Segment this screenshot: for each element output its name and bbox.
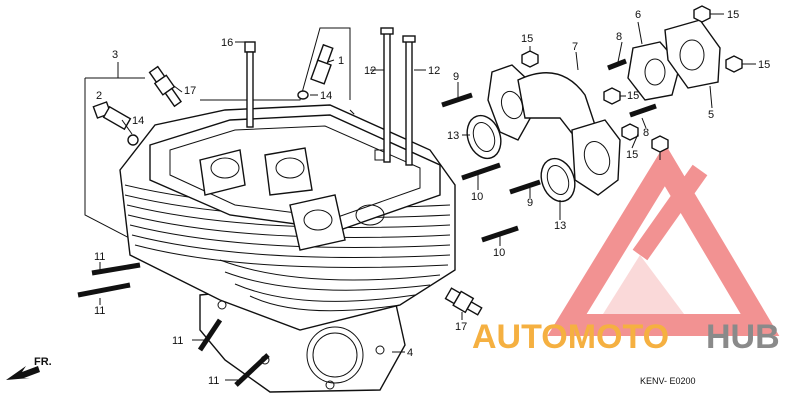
callout-4: 4 — [407, 347, 413, 359]
gasket-hole-icon — [375, 345, 385, 355]
cylinder-head — [119, 104, 456, 393]
callout-14-a: 14 — [320, 90, 332, 102]
gasket-hole-icon — [325, 380, 335, 390]
fitting-1 — [310, 43, 334, 85]
callout-17-bottom: 17 — [455, 321, 467, 333]
callout-1: 1 — [338, 55, 344, 67]
callout-11-c: 11 — [172, 335, 183, 347]
stud-bolts-12 — [380, 27, 416, 166]
spark-plug-bottom — [444, 287, 483, 316]
callout-7: 7 — [572, 41, 578, 53]
callout-9-bottom: 9 — [527, 197, 533, 209]
callout-9-top: 9 — [453, 71, 459, 83]
diagram-code: KENV- E0200 — [640, 376, 696, 386]
cam-boss — [264, 147, 313, 196]
bearing-icon — [275, 157, 305, 179]
callout-6: 6 — [635, 9, 641, 21]
watermark-brand-hub: HUB — [706, 318, 780, 356]
callout-labels: 1 2 3 4 5 6 7 8 8 9 9 10 10 11 11 11 11 … — [94, 9, 770, 387]
bolt-shank-icon — [246, 51, 254, 128]
callout-15-c: 15 — [626, 149, 638, 161]
callout-11-a: 11 — [94, 251, 105, 263]
valve-chamber — [169, 125, 421, 219]
nut-icon — [521, 50, 539, 68]
cam-boss — [199, 149, 246, 196]
cam-boss — [289, 194, 346, 251]
outline-top — [200, 27, 351, 101]
callout-15-b: 15 — [627, 90, 639, 102]
callout-13-b: 13 — [554, 220, 566, 232]
long-stud-icon — [383, 31, 391, 163]
gasket-bore-icon — [312, 332, 358, 378]
bolt-head-icon — [244, 41, 256, 53]
gasket-13 — [466, 114, 576, 203]
stud-head-icon — [380, 27, 394, 35]
callout-3: 3 — [112, 49, 118, 61]
nut-icon — [693, 5, 711, 23]
bearing-icon — [355, 204, 385, 226]
nut-icon — [621, 123, 639, 141]
callout-11-d: 11 — [208, 375, 219, 387]
callout-12-b: 12 — [428, 65, 440, 77]
callout-16: 16 — [221, 37, 233, 49]
callout-13-a: 13 — [447, 130, 459, 142]
callout-15-a: 15 — [521, 33, 533, 45]
callout-14-b: 14 — [132, 115, 144, 127]
gasket-bore-ring-icon — [306, 326, 364, 384]
manifold-studs — [441, 58, 657, 243]
callout-17-top: 17 — [184, 85, 196, 97]
manifold-flange-right — [571, 119, 621, 196]
callout-5: 5 — [708, 109, 714, 121]
studs-11 — [77, 262, 270, 387]
watermark-brand-auto: AUTOMOTO — [472, 318, 669, 356]
callout-8-bottom: 8 — [643, 127, 649, 139]
callout-15-e: 15 — [758, 59, 770, 71]
front-direction-arrow: FR. — [6, 356, 52, 380]
watermark-brand: AUTOMOTO HUB — [472, 318, 780, 356]
o-ring-icon — [297, 90, 309, 100]
nut-icon — [651, 135, 669, 153]
nut-icon — [725, 55, 743, 73]
callout-15-d: 15 — [727, 9, 739, 21]
callout-11-b: 11 — [94, 305, 105, 317]
spark-plug-top — [148, 65, 183, 108]
direction-label: FR. — [34, 356, 52, 368]
callout-10-top: 10 — [471, 191, 483, 203]
bolt-16 — [244, 41, 256, 128]
nut-icon — [603, 87, 621, 105]
callout-8-top: 8 — [616, 31, 622, 43]
callout-10-bottom: 10 — [493, 247, 505, 259]
o-ring-icon — [127, 134, 139, 146]
watermark-logo-icon — [547, 143, 780, 336]
intake-manifold — [487, 64, 621, 196]
bearing-icon — [303, 209, 333, 231]
nuts-15 — [521, 5, 743, 153]
fitting-2 — [92, 101, 132, 131]
stud-head-icon — [402, 35, 416, 43]
callout-2: 2 — [96, 90, 102, 102]
long-stud-icon — [405, 39, 413, 166]
bearing-icon — [210, 157, 240, 179]
leader-lines — [99, 13, 756, 381]
callout-12-a: 12 — [364, 65, 376, 77]
